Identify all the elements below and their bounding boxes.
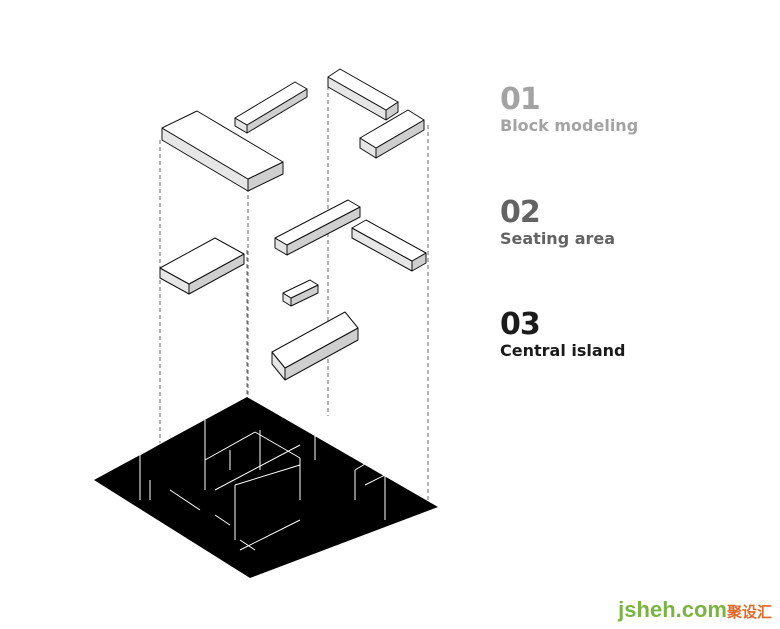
block-slab [327,68,399,121]
step-label: Block modeling [500,116,639,135]
floor-slab [94,397,438,578]
block-slab [351,219,427,272]
watermark-site: jsheh.com [618,597,727,622]
block-slab [234,81,308,134]
watermark-logo: jsheh.com聚设汇 [618,597,772,623]
block-slab [359,109,425,159]
wall-line [354,454,381,471]
wall-line [364,474,386,486]
wall-line [169,489,201,511]
slab-top-face [282,279,319,299]
block-slab [271,311,359,381]
wall-line [239,539,256,551]
step-03: 03 Central island [500,309,626,361]
floor-plan-base [94,397,438,578]
step-number: 03 [500,307,541,342]
wall-line [204,431,256,461]
slab-top-face [359,109,425,149]
wall-line [139,414,211,456]
block-slab [161,110,284,192]
step-label: Seating area [500,229,616,248]
slab-top-face [351,219,427,262]
wall-line [239,519,301,551]
slab-top-face [234,81,308,126]
wall-line [289,417,316,433]
step-label: Central island [500,341,626,360]
wall-line [214,444,301,491]
step-02: 02 Seating area [500,197,615,249]
wall-line [234,464,301,486]
slab-top-face [271,311,359,369]
watermark-chinese: 聚设汇 [726,604,772,621]
slab-top-face [327,68,399,111]
block-slab [282,279,319,307]
slab-top-face [161,110,284,180]
wall-line [254,431,301,459]
step-01: 01 Block modeling [500,84,638,136]
block-slabs [159,68,427,381]
step-number: 01 [500,82,541,117]
step-number: 02 [500,195,541,230]
slab-top-face [159,237,245,285]
slab-top-face [274,199,361,246]
block-slab [274,199,361,256]
wall-line [214,514,231,526]
block-slab [159,237,245,295]
